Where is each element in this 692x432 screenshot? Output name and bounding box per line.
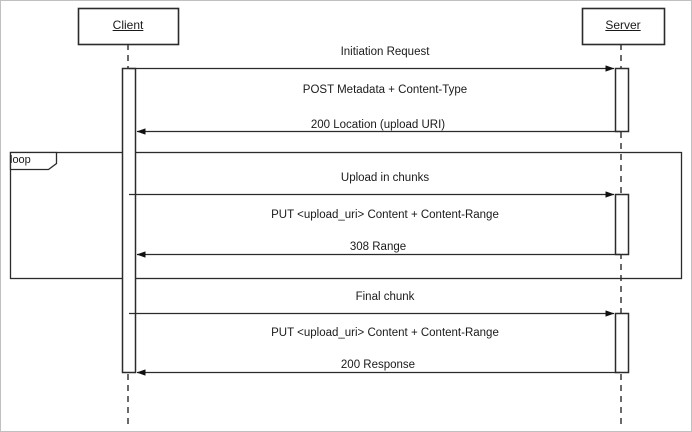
message-arrows-group bbox=[129, 65, 620, 376]
activation-bar-server-initiation bbox=[614, 67, 630, 133]
activation-bar-server-final bbox=[614, 312, 630, 374]
loop-fragment-label: loop bbox=[10, 154, 31, 166]
participant-box-server[interactable] bbox=[581, 7, 666, 46]
loop-fragment-tab bbox=[9, 151, 58, 171]
participant-box-client[interactable] bbox=[77, 7, 180, 46]
participant-label-client: Client bbox=[112, 18, 144, 32]
message-label-initiation-request: Initiation Request bbox=[340, 46, 430, 58]
participant-label-server: Server bbox=[605, 18, 641, 32]
message-label-200-location: 200 Location (upload URI) bbox=[310, 119, 446, 131]
message-label-final-chunk: Final chunk bbox=[355, 291, 415, 303]
participant-boxes-group bbox=[77, 7, 666, 46]
message-label-200-response: 200 Response bbox=[340, 359, 416, 371]
message-label-post-metadata: POST Metadata + Content-Type bbox=[302, 84, 468, 96]
message-label-put-chunk: PUT <upload_uri> Content + Content-Range bbox=[271, 209, 499, 221]
loop-fragment-frame bbox=[9, 151, 683, 280]
message-label-put-final-chunk: PUT <upload_uri> Content + Content-Range bbox=[271, 327, 499, 339]
activation-bar-server-chunk bbox=[614, 193, 630, 256]
message-label-upload-in-chunks: Upload in chunks bbox=[340, 172, 430, 184]
loop-fragment-border bbox=[9, 151, 683, 280]
message-label-308-range: 308 Range bbox=[349, 241, 407, 253]
activation-bar-client bbox=[121, 67, 137, 374]
